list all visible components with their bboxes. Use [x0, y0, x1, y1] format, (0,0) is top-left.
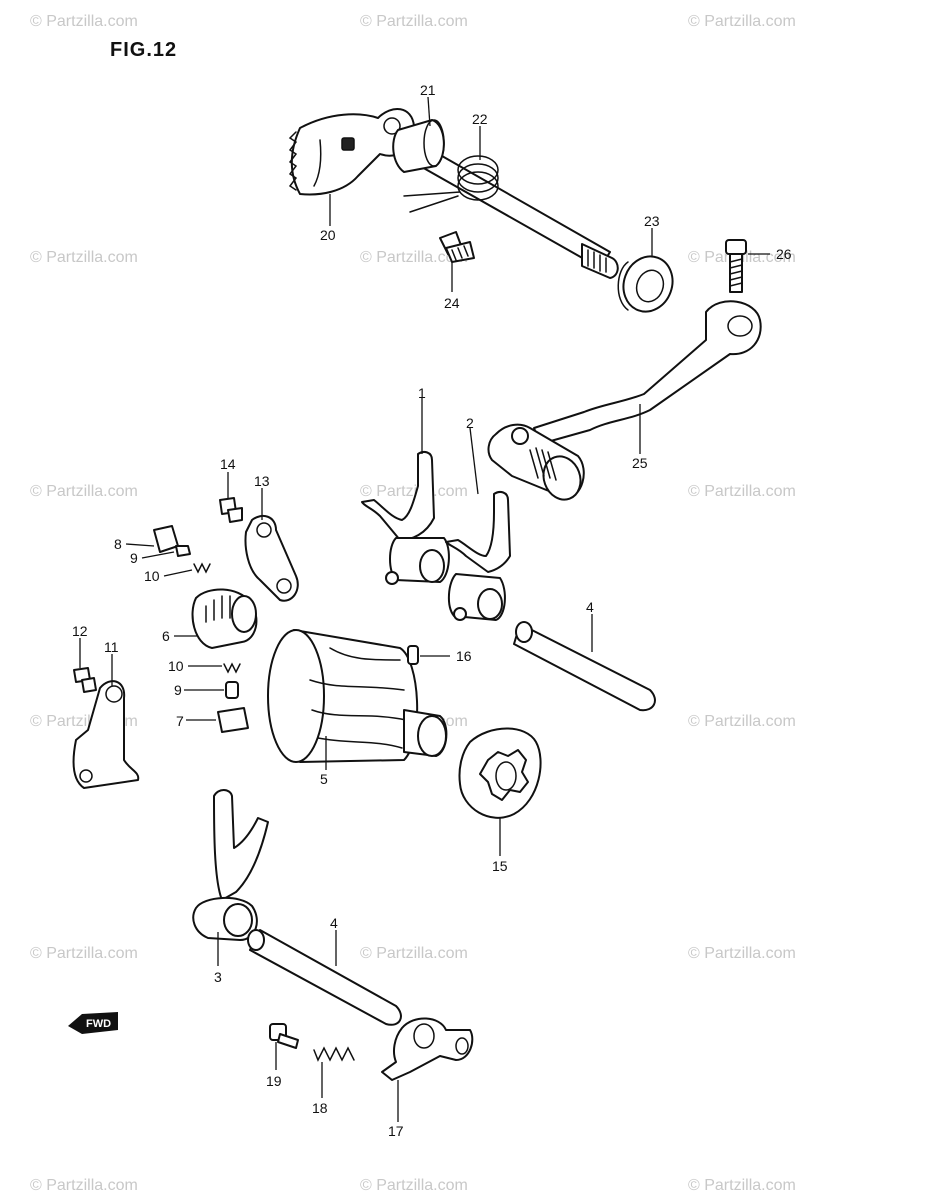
callout-17: 17	[388, 1123, 404, 1139]
watermark: © Partzilla.com	[360, 483, 468, 500]
part-7-cam-stopper[interactable]	[217, 707, 249, 733]
callout-20: 20	[320, 227, 336, 243]
part-15-cam-star[interactable]	[458, 727, 542, 819]
part-10-spring-lower[interactable]	[223, 662, 241, 674]
callout-19: 19	[266, 1073, 282, 1089]
callout-21: 21	[420, 82, 436, 98]
part-6-cam-driven-gear[interactable]	[191, 588, 258, 649]
part-18-spring[interactable]	[313, 1046, 355, 1062]
fwd-label: FWD	[86, 1018, 111, 1030]
callout-18: 18	[312, 1100, 328, 1116]
part-3-shift-fork[interactable]	[192, 789, 269, 941]
part-22-return-spring[interactable]	[403, 155, 499, 213]
part-11-cam-stopper-plate[interactable]	[72, 680, 140, 789]
part-2-shift-fork[interactable]	[445, 491, 511, 621]
part-4-fork-shaft-upper[interactable]	[513, 621, 656, 712]
watermark: © Partzilla.com	[360, 1177, 468, 1194]
watermark: © Partzilla.com	[30, 945, 138, 962]
part-12-screw[interactable]	[73, 667, 97, 693]
callout-26: 26	[776, 246, 792, 262]
callout-7: 7	[176, 713, 184, 729]
callout-11: 11	[104, 639, 119, 655]
watermark: © Partzilla.com	[360, 945, 468, 962]
callout-14: 14	[220, 456, 236, 472]
watermark: © Partzilla.com	[688, 713, 796, 730]
part-13-stopper-plate[interactable]	[244, 514, 299, 602]
callout-12: 12	[72, 623, 88, 639]
watermark: © Partzilla.com	[360, 13, 468, 30]
callout-9-upper: 9	[130, 550, 138, 566]
callout-4-upper: 4	[586, 599, 594, 615]
watermark: © Partzilla.com	[30, 1177, 138, 1194]
part-8-pin-guide[interactable]	[153, 525, 179, 553]
callout-1: 1	[418, 385, 426, 401]
callout-10-lower: 10	[168, 658, 184, 674]
part-9-pin-lower[interactable]	[225, 681, 239, 699]
part-5-shift-cam[interactable]	[267, 629, 448, 763]
part-10-spring[interactable]	[193, 562, 211, 574]
callout-8: 8	[114, 536, 122, 552]
watermark: © Partzilla.com	[688, 13, 796, 30]
callout-4-lower: 4	[330, 915, 338, 931]
watermark: © Partzilla.com	[30, 249, 138, 266]
watermark: © Partzilla.com	[688, 483, 796, 500]
fwd-arrow-icon: FWD	[68, 1012, 118, 1034]
leader-lines	[79, 96, 770, 1122]
watermarks: © Partzilla.com © Partzilla.com © Partzi…	[30, 13, 796, 1194]
part-4-fork-shaft-lower[interactable]	[247, 929, 402, 1026]
watermark: © Partzilla.com	[688, 945, 796, 962]
callout-9-lower: 9	[174, 682, 182, 698]
callout-6: 6	[162, 628, 170, 644]
part-26-lever-bolt[interactable]	[725, 239, 747, 293]
callout-13: 13	[254, 473, 270, 489]
callout-24: 24	[444, 295, 460, 311]
watermark: © Partzilla.com	[30, 483, 138, 500]
part-25-shift-lever[interactable]	[487, 300, 762, 505]
callout-5: 5	[320, 771, 328, 787]
part-19-bolt[interactable]	[269, 1023, 299, 1049]
part-24-stopper-bolt[interactable]	[439, 231, 475, 263]
callout-2: 2	[466, 415, 474, 431]
callout-15: 15	[492, 858, 508, 874]
part-14-screw[interactable]	[219, 497, 243, 523]
watermark: © Partzilla.com	[360, 249, 468, 266]
part-23-oil-seal[interactable]	[616, 249, 680, 318]
callout-22: 22	[472, 111, 488, 127]
callout-16: 16	[456, 648, 472, 664]
callout-10-upper: 10	[144, 568, 160, 584]
watermark: © Partzilla.com	[30, 13, 138, 30]
part-17-shift-arm[interactable]	[381, 1017, 474, 1081]
part-16-pin[interactable]	[407, 645, 419, 665]
callout-23: 23	[644, 213, 660, 229]
part-9-pin[interactable]	[175, 545, 191, 557]
watermark: © Partzilla.com	[688, 1177, 796, 1194]
callout-numbers: 21 22 20 23 24 26 25 1 2 13 14 8 9 10 6 …	[72, 82, 792, 1139]
callout-3: 3	[214, 969, 222, 985]
figure-title: FIG.12	[110, 39, 177, 61]
part-1-shift-fork[interactable]	[361, 451, 450, 585]
part-21-shift-shaft[interactable]	[392, 119, 619, 279]
callout-25: 25	[632, 455, 648, 471]
